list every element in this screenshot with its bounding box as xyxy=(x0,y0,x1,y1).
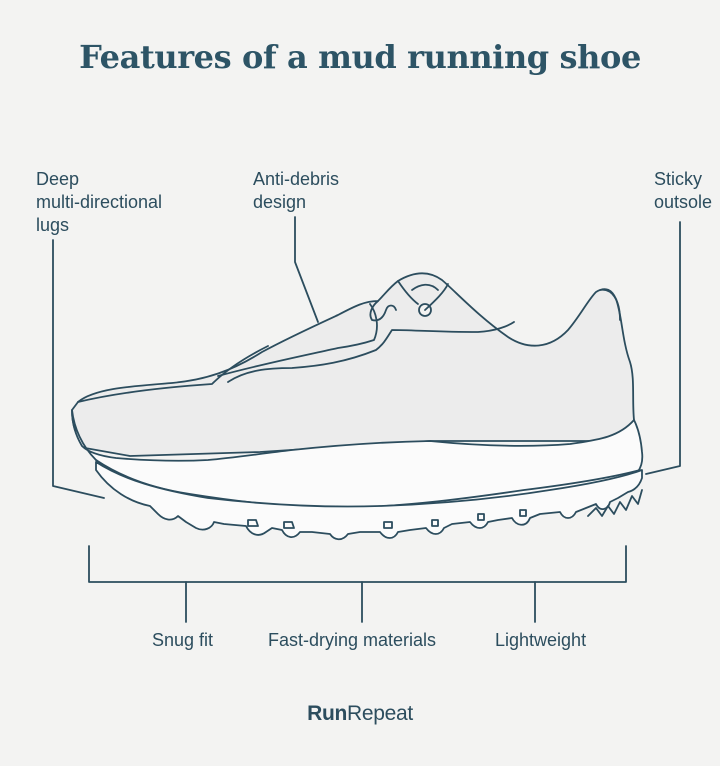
benefit-bracket xyxy=(88,545,627,583)
callout-sticky-outsole-line-1: Sticky xyxy=(653,169,702,189)
leader-lugs xyxy=(52,239,105,499)
callout-sticky-outsole-line-2: outsole xyxy=(653,192,712,212)
lace-loop xyxy=(369,300,397,322)
callout-deep-lugs: Deep multi-directional lugs xyxy=(36,168,162,237)
logo-run: Run xyxy=(307,702,347,725)
mid-overlay-lower xyxy=(227,321,515,383)
logo-repeat: Repeat xyxy=(347,702,413,725)
outsole-lugs xyxy=(95,461,643,541)
lace-cord xyxy=(424,283,449,311)
heel-rim xyxy=(599,288,621,321)
leader-debris xyxy=(294,216,319,323)
callout-anti-debris-line-2: design xyxy=(253,192,307,212)
callout-deep-lugs-line-3: lugs xyxy=(36,215,70,235)
leader-sticky xyxy=(645,221,681,475)
callout-sticky-outsole: Sticky outsole xyxy=(654,168,712,214)
toe-overlay xyxy=(77,345,269,403)
callout-deep-lugs-line-1: Deep xyxy=(36,169,80,189)
heel-serration xyxy=(587,489,643,517)
shoe-upper xyxy=(71,272,635,457)
page-title: Features of a mud running shoe xyxy=(79,38,641,76)
lug-pocket xyxy=(247,509,527,529)
benefit-snug-fit: Snug fit xyxy=(152,630,214,650)
benefit-lightweight: Lightweight xyxy=(495,630,587,650)
runrepeat-logo: RunRepeat xyxy=(0,702,720,726)
callout-anti-debris-line-1: Anti-debris xyxy=(253,169,340,189)
callout-anti-debris: Anti-debris design xyxy=(253,168,339,214)
callout-deep-lugs-line-2: multi-directional xyxy=(36,192,163,212)
benefit-fast-drying: Fast-drying materials xyxy=(268,630,437,650)
mid-overlay xyxy=(217,303,378,377)
collar xyxy=(397,280,439,305)
